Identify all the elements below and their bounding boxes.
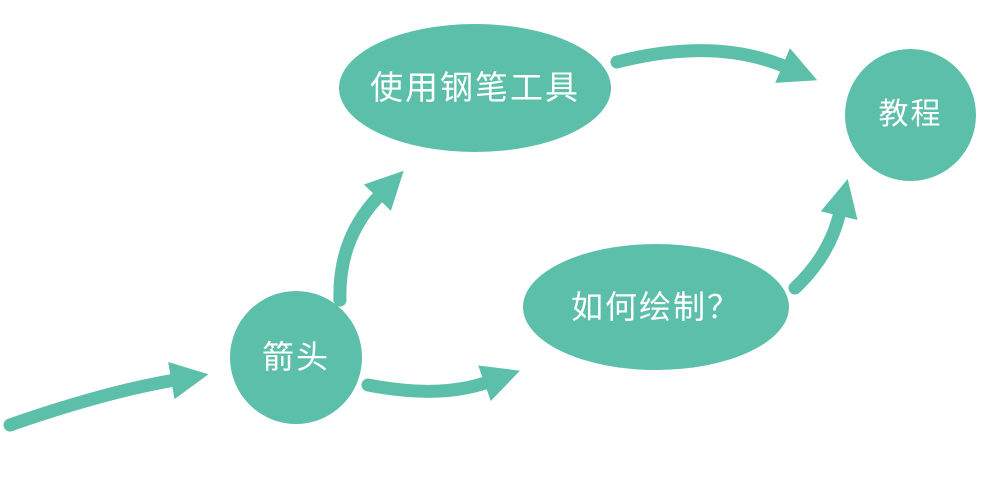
edge-pen-tool-to-tutorial [610,44,818,83]
edge-how-to-draw-to-tutorial [788,178,858,295]
node-pen-tool: 使用钢笔工具 [339,24,611,152]
node-pen-tool-label: 使用钢笔工具 [370,68,580,108]
edge-start-to-arrow [3,362,209,432]
node-how-to-draw-label: 如何绘制？ [570,287,741,326]
node-arrow: 箭头 [230,291,362,424]
node-how-to-draw: 如何绘制？ [523,244,789,370]
edge-arrow-to-pen-tool [333,170,404,307]
node-tutorial: 教程 [845,49,976,181]
edge-arrow-to-how-to-draw [361,365,520,402]
node-tutorial-label: 教程 [878,97,943,132]
node-arrow-label: 箭头 [261,338,330,377]
